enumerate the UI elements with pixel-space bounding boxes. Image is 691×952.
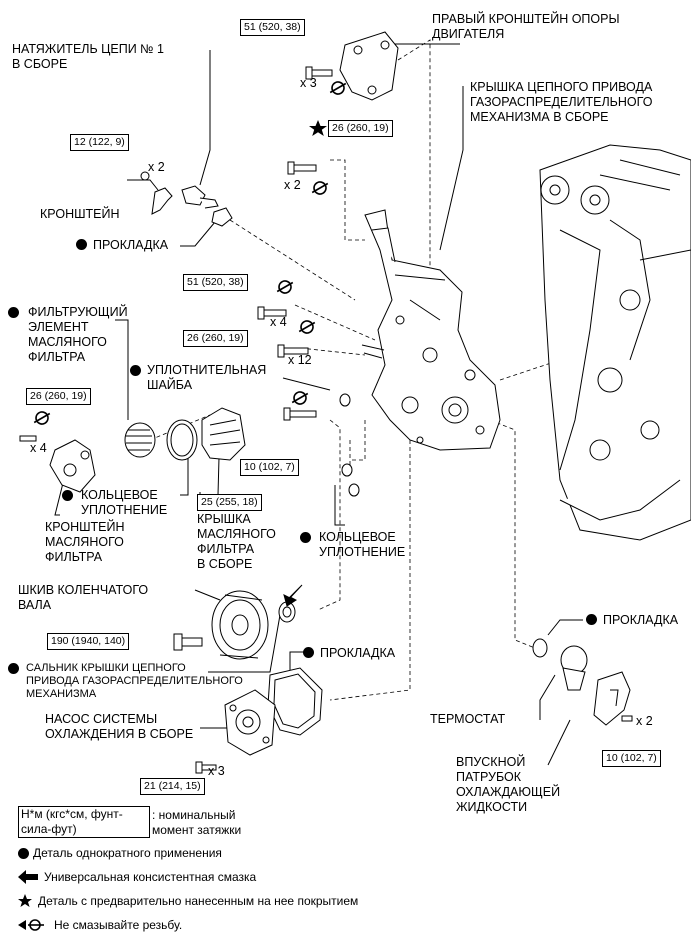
label-crankshaft-pulley: ШКИВ КОЛЕНЧАТОГО ВАЛА — [18, 583, 149, 612]
label-gasket-2: ПРОКЛАДКА — [303, 646, 395, 661]
legend-unit-box: Н*м (кгс*см, фунт- сила-фут) — [18, 806, 150, 838]
non-reusable-icon — [8, 663, 19, 674]
non-reusable-icon — [18, 847, 29, 859]
legend-unit-text: Н*м (кгс*см, фунт- сила-фут) — [21, 807, 123, 836]
torque-box: 26 (260, 19) — [328, 120, 393, 137]
legend-no-oil-text: Не смазывайте резьбу. — [54, 918, 183, 932]
non-reusable-icon — [76, 239, 87, 250]
label-coolant-inlet: ВПУСКНОЙ ПАТРУБОК ОХЛАЖДАЮЩЕЙ ЖИДКОСТИ — [456, 755, 561, 814]
legend-non-reusable-text: Деталь однократного применения — [33, 846, 222, 860]
torque-box: 12 (122, 9) — [70, 134, 129, 151]
torque-box: 26 (260, 19) — [26, 388, 91, 405]
label-oil-filter-element: ФИЛЬТРУЮЩИЙ ЭЛЕМЕНТ МАСЛЯНОГО ФИЛЬТРА — [8, 305, 128, 365]
quantity-count: x 4 — [270, 315, 287, 329]
quantity-count: x 3 — [208, 764, 225, 778]
label-chain-tensioner: НАТЯЖИТЕЛЬ ЦЕПИ № 1 В СБОРЕ — [12, 42, 165, 71]
label-thermostat: ТЕРМОСТАТ — [430, 712, 506, 726]
label-bracket: КРОНШТЕЙН — [40, 207, 120, 221]
label-o-ring-2: КОЛЬЦЕВОЕ УПЛОТНЕНИЕ — [300, 530, 405, 560]
non-reusable-icon — [8, 307, 19, 318]
torque-box: 21 (214, 15) — [140, 778, 205, 795]
quantity-count: x 4 — [30, 441, 47, 455]
torque-box: 190 (1940, 140) — [47, 633, 130, 650]
quantity-count: x 3 — [300, 76, 317, 90]
non-reusable-icon — [130, 365, 141, 376]
label-gasket-3: ПРОКЛАДКА — [586, 613, 678, 628]
star-icon — [18, 894, 32, 907]
torque-box: 10 (102, 7) — [602, 750, 661, 767]
legend-grease-text: Универсальная консистентная смазка — [44, 870, 257, 884]
label-seal-washer: УПЛОТНИТЕЛЬНАЯ ШАЙБА — [130, 363, 266, 393]
grease-arrow-icon — [18, 870, 38, 884]
no-oil-icon — [18, 919, 44, 931]
label-oil-filter-bracket: КРОНШТЕЙН МАСЛЯНОГО ФИЛЬТРА — [45, 520, 125, 564]
non-reusable-icon — [303, 647, 314, 658]
label-right-engine-mount-bracket: ПРАВЫЙ КРОНШТЕЙН ОПОРЫ ДВИГАТЕЛЯ — [432, 12, 620, 41]
quantity-count: x 2 — [148, 160, 165, 174]
legend-grease: Универсальная консистентная смазка — [18, 870, 256, 884]
legend-no-oil: Не смазывайте резьбу. — [18, 918, 182, 932]
label-oil-filter-cap: КРЫШКА МАСЛЯНОГО ФИЛЬТРА В СБОРЕ — [197, 512, 276, 571]
label-water-pump: НАСОС СИСТЕМЫ ОХЛАЖДЕНИЯ В СБОРЕ — [45, 712, 194, 741]
legend-precoated: Деталь с предварительно нанесенным на не… — [18, 894, 358, 908]
torque-box: 51 (520, 38) — [240, 19, 305, 36]
label-gasket-1: ПРОКЛАДКА — [76, 238, 168, 253]
label-timing-cover-oil-seal: САЛЬНИК КРЫШКИ ЦЕПНОГО ПРИВОДА ГАЗОРАСПР… — [8, 662, 243, 701]
non-reusable-icon — [62, 490, 73, 501]
quantity-count: x 2 — [284, 178, 301, 192]
label-o-ring-1: КОЛЬЦЕВОЕ УПЛОТНЕНИЕ — [62, 488, 167, 518]
non-reusable-icon — [586, 614, 597, 625]
torque-box: 26 (260, 19) — [183, 330, 248, 347]
non-reusable-icon — [300, 532, 311, 543]
legend-unit-description: : номинальный момент затяжки — [152, 808, 242, 837]
legend-precoated-text: Деталь с предварительно нанесенным на не… — [38, 894, 359, 908]
quantity-count: x 2 — [636, 714, 653, 728]
torque-box: 10 (102, 7) — [240, 459, 299, 476]
label-timing-chain-cover: КРЫШКА ЦЕПНОГО ПРИВОДА ГАЗОРАСПРЕДЕЛИТЕЛ… — [470, 80, 653, 124]
quantity-count: x 12 — [288, 353, 312, 367]
legend-non-reusable: Деталь однократного применения — [18, 846, 222, 860]
torque-box: 25 (255, 18) — [197, 494, 262, 511]
torque-box: 51 (520, 38) — [183, 274, 248, 291]
